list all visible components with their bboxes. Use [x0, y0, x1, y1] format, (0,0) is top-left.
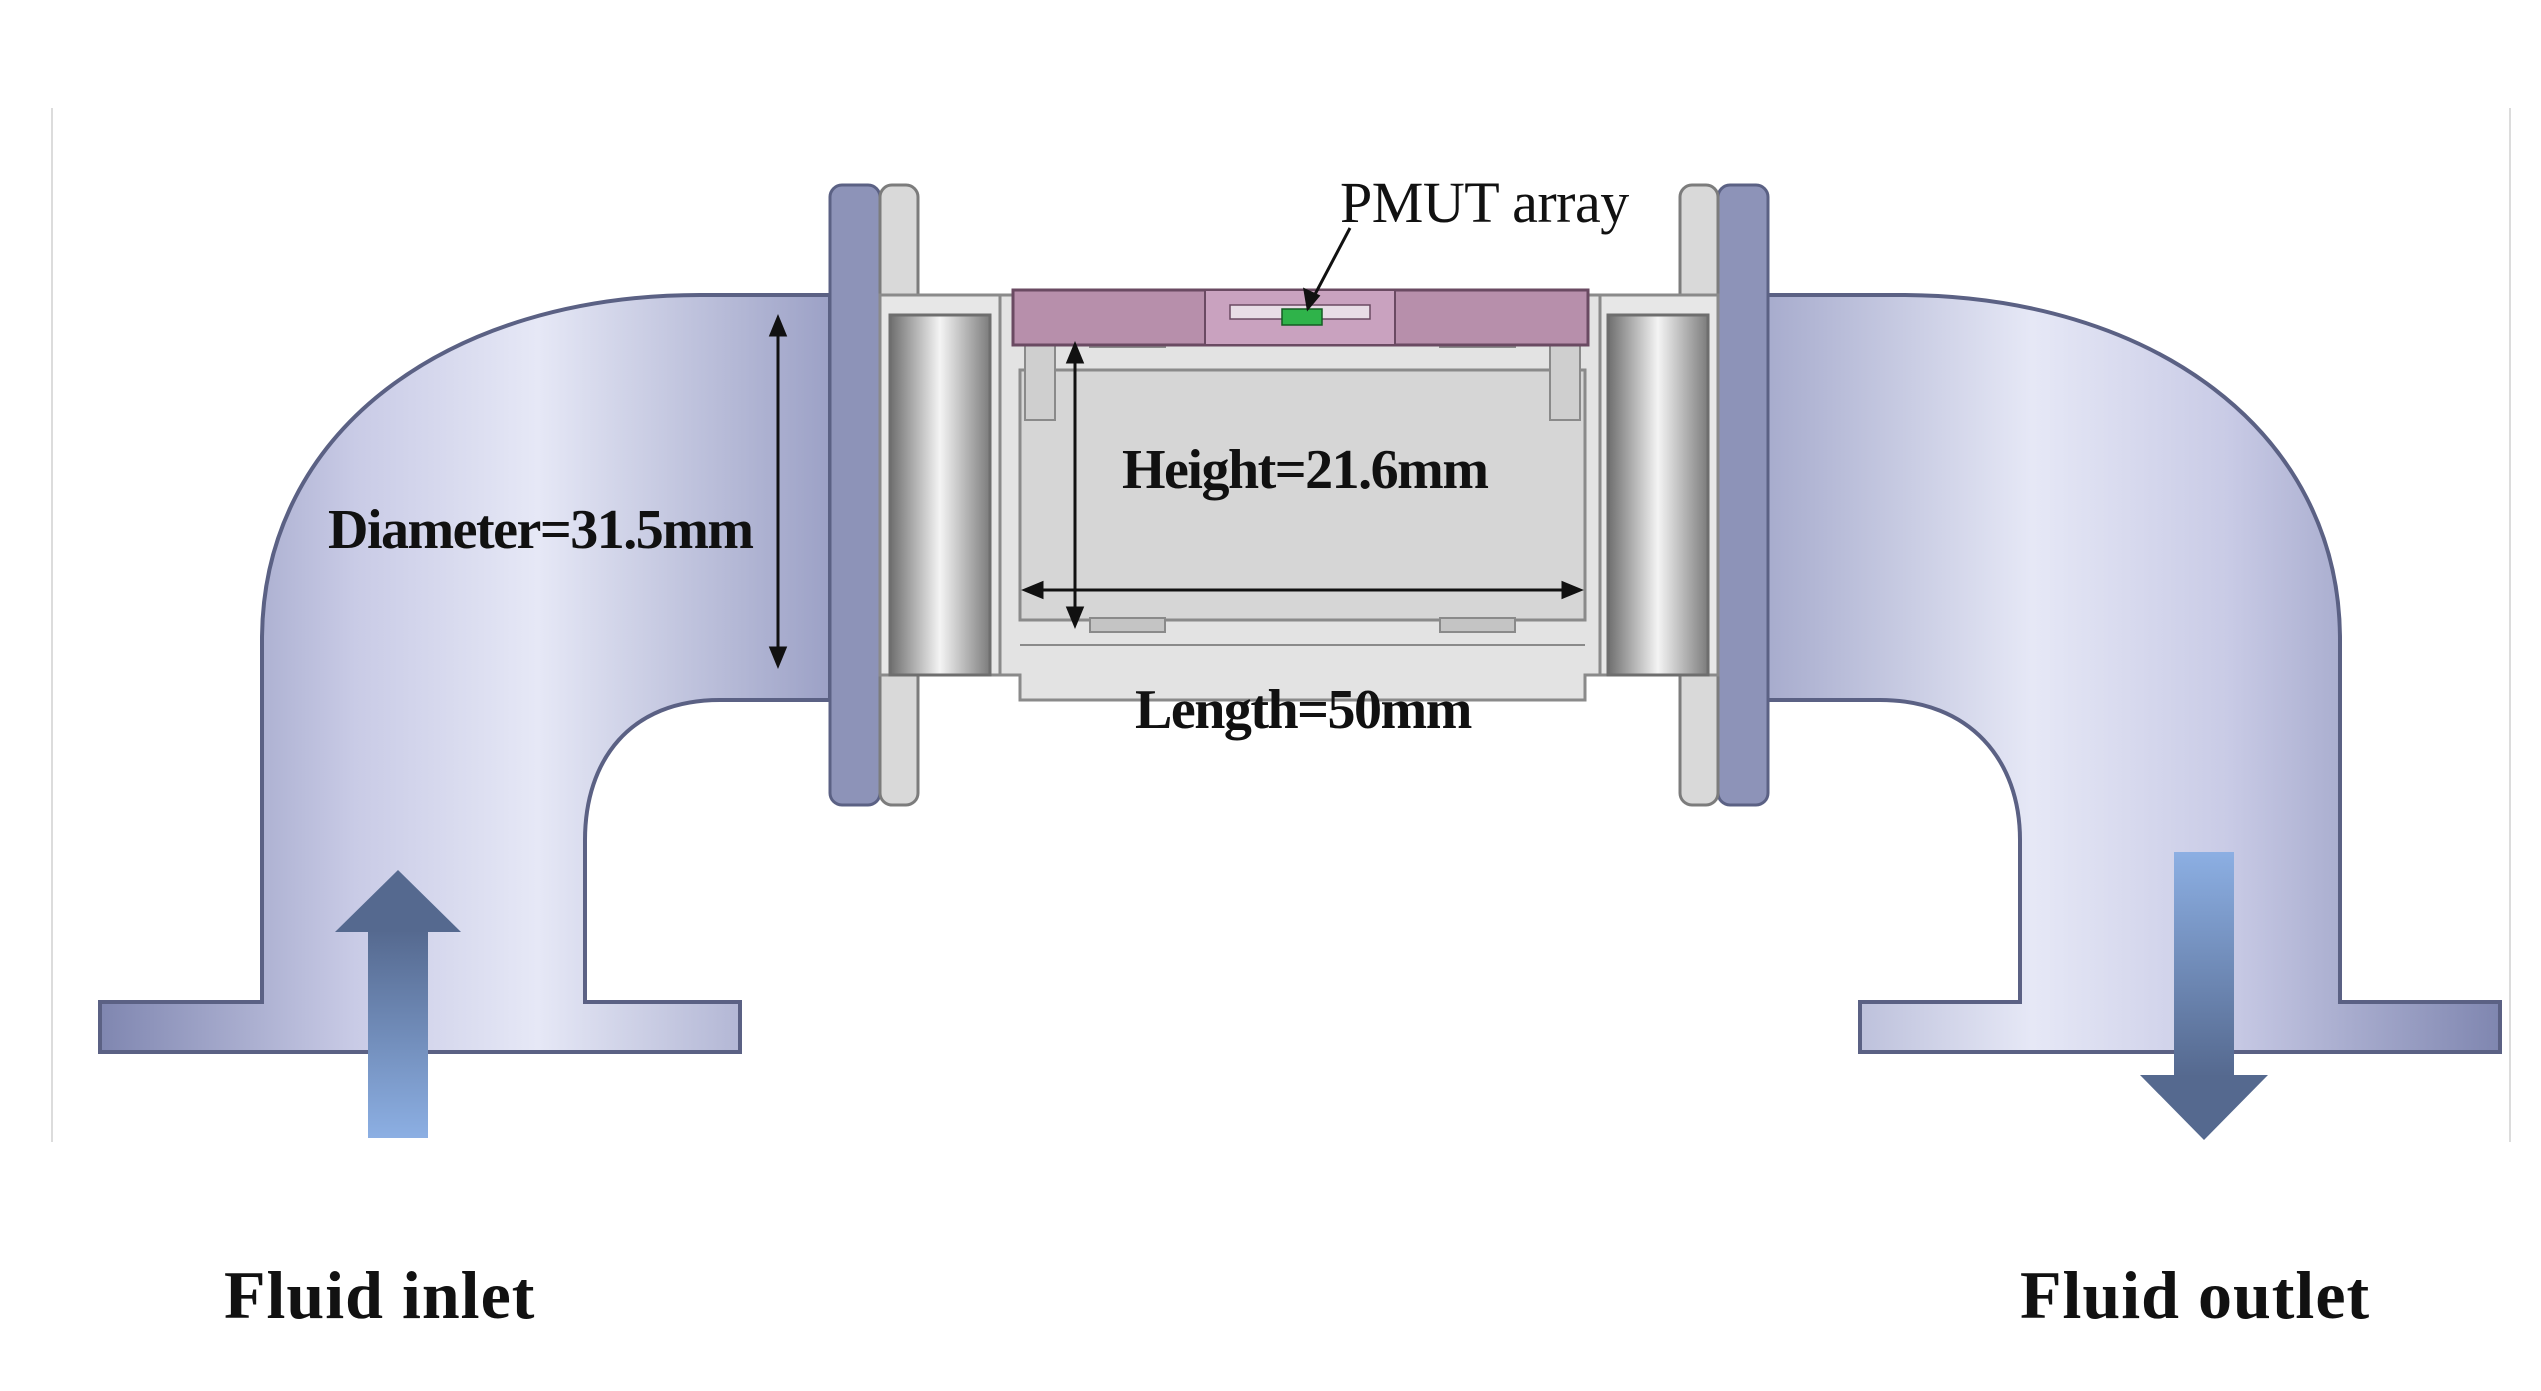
- fluid-outlet-label: Fluid outlet: [2020, 1257, 2370, 1333]
- diameter-dimension-line: [768, 314, 788, 669]
- fluid-inlet-label: Fluid inlet: [224, 1257, 535, 1333]
- inlet-flow-arrow: [335, 870, 461, 1138]
- length-dimension-line: [1021, 580, 1584, 600]
- measurement-chamber: [998, 293, 1602, 702]
- pmut-array-label: PMUT array: [1340, 170, 1629, 235]
- pmut-lid: [1011, 288, 1590, 347]
- pmut-chip: [1281, 308, 1323, 326]
- length-label: Length=50mm: [1135, 679, 1472, 741]
- pmut-leader-line: [1303, 227, 1352, 312]
- left-flange: [828, 183, 1002, 807]
- left-elbow-pipe: [98, 293, 832, 1054]
- right-flange: [1598, 183, 1770, 807]
- height-dimension-line: [1065, 341, 1085, 629]
- chamber-cavity: [1018, 368, 1587, 622]
- outlet-flow-arrow: [2140, 852, 2268, 1140]
- diameter-label: Diameter=31.5mm: [328, 499, 753, 561]
- right-elbow-pipe: [1718, 293, 2502, 1054]
- height-label: Height=21.6mm: [1122, 439, 1488, 501]
